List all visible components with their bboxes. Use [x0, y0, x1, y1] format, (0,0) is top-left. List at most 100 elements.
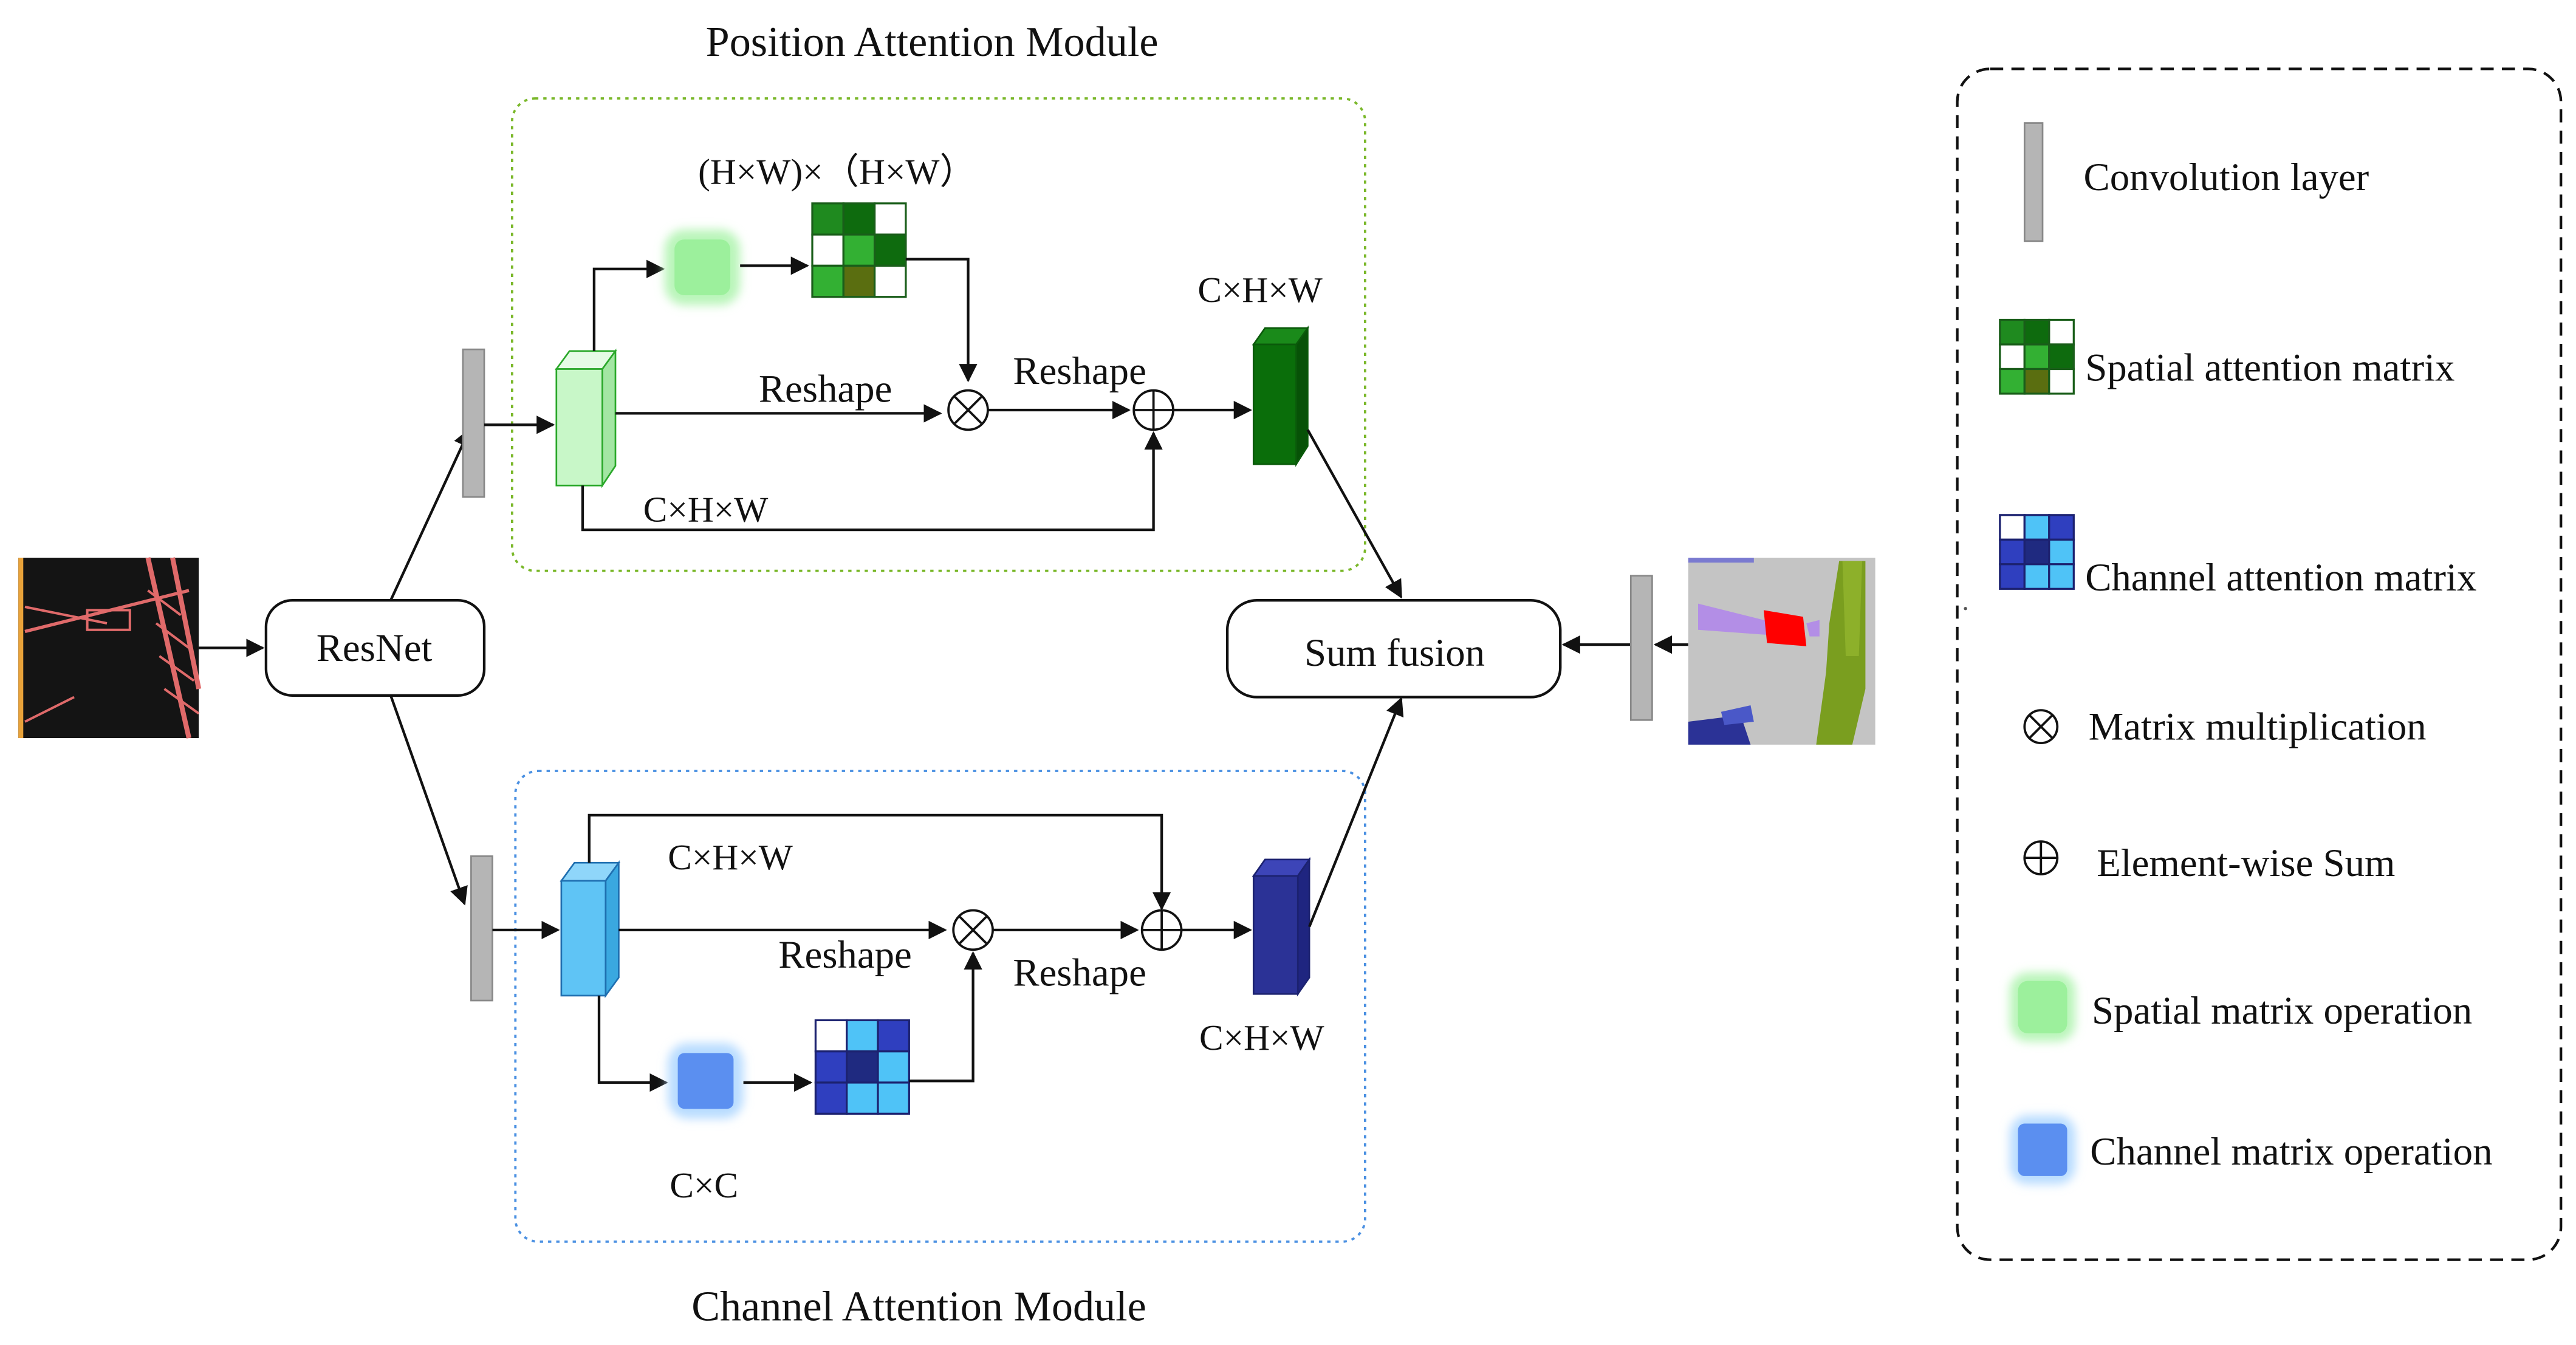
legend-label-spatial-matrix-operation: Spatial matrix operation: [2092, 989, 2472, 1033]
spatial-matrix-operation-icon: [665, 230, 741, 306]
matrix-cell: [846, 1019, 879, 1053]
legend-label-channel-matrix-operation: Channel matrix operation: [2090, 1130, 2492, 1174]
matrix-cell: [2048, 343, 2075, 371]
channel-attention-matrix-icon: [1999, 514, 2075, 590]
cam-reshape-label-1: Reshape: [778, 933, 912, 977]
stray-dot: [1964, 607, 1967, 611]
cam-output-cuboid: [1252, 857, 1311, 997]
cam-convolution-layer: [470, 855, 493, 1002]
legend-item-channel-matrix-operation: Channel matrix operation: [2010, 1115, 2492, 1185]
legend-item-spatial-matrix-operation: Spatial matrix operation: [2010, 973, 2472, 1042]
legend-item-channel-attention-matrix: Channel attention matrix: [1999, 514, 2476, 600]
pam-output-to-fusion-arrow: [1306, 429, 1403, 599]
cam-skip-path: [587, 813, 1171, 911]
legend-item-element-wise-sum: Element-wise Sum: [2023, 840, 2395, 885]
matrix-cell: [842, 264, 876, 298]
matrix-cell: [846, 1081, 879, 1115]
pam-up-path: [592, 259, 665, 351]
matrix-cell: [811, 202, 844, 236]
pam-sum-icon: [1132, 389, 1174, 431]
legend-box: [1956, 67, 2563, 1261]
matrix-cell: [1999, 514, 2026, 541]
legend-item-matrix-multiplication: Matrix multiplication: [2023, 705, 2427, 749]
resnet-block: [264, 599, 486, 697]
matrix-cell: [811, 264, 844, 298]
legend-label-element-wise-sum: Element-wise Sum: [2097, 841, 2395, 885]
cam-skip-dims-label: C×H×W: [668, 837, 793, 877]
channel-attention-module-box: [514, 770, 1366, 1243]
convolution-layer-icon: [2023, 122, 2044, 242]
pam-skip-dims-label: C×H×W: [643, 490, 769, 530]
matrix-cell: [873, 264, 907, 298]
matrix-cell: [2048, 563, 2075, 590]
matrix-cell: [2023, 538, 2050, 566]
legend-label-convolution-layer: Convolution layer: [2084, 156, 2369, 199]
matrix-cell: [2023, 563, 2050, 590]
cam-output-to-fusion-arrow: [1308, 697, 1404, 928]
cam-sum-icon: [1140, 909, 1183, 951]
matrix-cell: [877, 1081, 910, 1115]
input-thermal-image: [18, 557, 202, 739]
position-attention-module-title: Position Attention Module: [706, 18, 1159, 66]
matrix-cell: [811, 233, 844, 267]
matrix-cell: [877, 1050, 910, 1084]
output-segmentation-image: [1688, 558, 1875, 745]
matrix-cell: [814, 1050, 848, 1084]
matrix-cell: [842, 202, 876, 236]
channel-attention-module-title: Channel Attention Module: [691, 1282, 1146, 1330]
cam-matrix-to-multiply-path: [909, 951, 982, 1083]
matrix-cell: [1999, 343, 2026, 371]
matrix-cell: [873, 233, 907, 267]
position-attention-module-box: [511, 97, 1366, 572]
pam-skip-path: [581, 431, 1163, 532]
channel-attention-matrix: [814, 1019, 910, 1115]
element-wise-sum-icon: [2023, 840, 2059, 875]
pam-reshape-label-2: Reshape: [1013, 349, 1146, 393]
pam-output-dims-label: C×H×W: [1197, 270, 1323, 310]
matrix-cell: [873, 202, 907, 236]
matrix-cell: [814, 1019, 848, 1053]
cam-output-dims-label: C×H×W: [1199, 1018, 1324, 1058]
cam-reshape-label-2: Reshape: [1013, 951, 1146, 995]
matrix-cell: [814, 1081, 848, 1115]
pam-feature-cuboid: [555, 348, 617, 488]
matrix-cell: [877, 1019, 910, 1053]
pam-multiply-icon: [947, 389, 989, 431]
pam-output-cuboid: [1252, 325, 1309, 467]
resnet-label: ResNet: [317, 626, 433, 670]
resnet-to-cam-conv-arrow: [389, 695, 468, 906]
matrix-cell: [1999, 538, 2026, 566]
matrix-cell: [1999, 563, 2026, 590]
pam-matrix-dims-label: (H×W)×（H×W）: [698, 151, 976, 191]
pam-matrix-to-multiply-path: [905, 258, 978, 383]
matrix-cell: [1999, 368, 2026, 395]
legend-label-channel-attention-matrix: Channel attention matrix: [2085, 556, 2476, 600]
matrix-cell: [2023, 343, 2050, 371]
matrix-cell: [842, 233, 876, 267]
cam-down-path: [597, 995, 668, 1092]
legend-item-spatial-attention-matrix: Spatial attention matrix: [1999, 318, 2454, 395]
pam-reshape-label-1: Reshape: [759, 368, 892, 411]
sum-fusion-block: [1225, 599, 1562, 699]
cam-feature-cuboid: [560, 860, 621, 999]
legend-item-convolution-layer: Convolution layer: [2023, 122, 2369, 242]
matrix-cell: [2048, 538, 2075, 566]
matrix-multiplication-icon: [2023, 709, 2059, 744]
pam-convolution-layer: [462, 348, 485, 498]
resnet-to-pam-conv-arrow: [389, 428, 471, 601]
legend-label-spatial-attention-matrix: Spatial attention matrix: [2085, 346, 2454, 389]
matrix-cell: [2023, 368, 2050, 395]
spatial-matrix-operation-icon: [2010, 973, 2075, 1042]
matrix-cell: [846, 1050, 879, 1084]
matrix-cell: [2048, 514, 2075, 541]
channel-matrix-operation-icon: [668, 1043, 744, 1119]
channel-matrix-operation-icon: [2010, 1115, 2075, 1185]
matrix-cell: [2048, 368, 2075, 395]
spatial-attention-matrix: [811, 202, 907, 298]
matrix-cell: [2048, 318, 2075, 346]
matrix-cell: [2023, 318, 2050, 346]
cam-matrix-dims-label: C×C: [670, 1165, 738, 1205]
sum-fusion-label: Sum fusion: [1304, 631, 1485, 675]
